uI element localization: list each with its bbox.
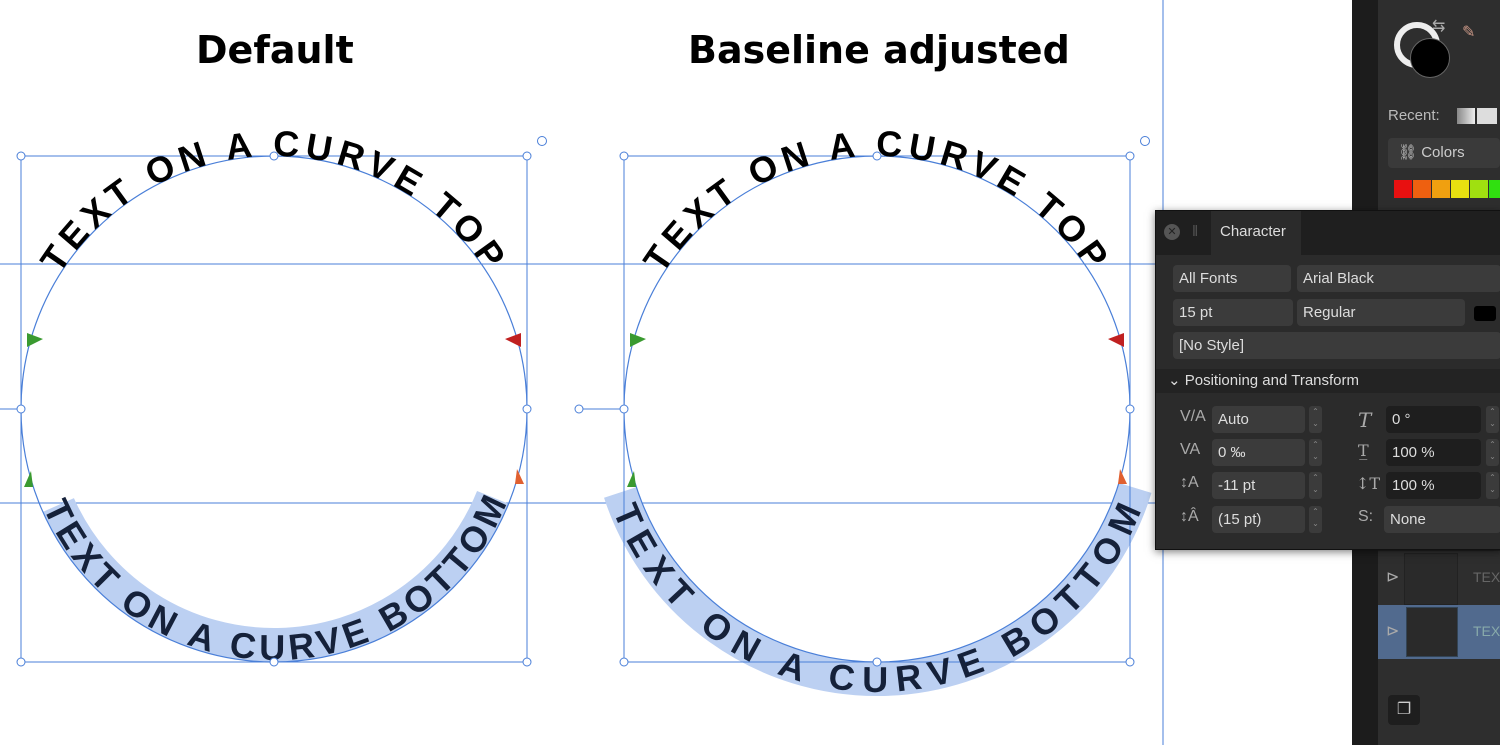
- text-start-marker[interactable]: [627, 471, 636, 487]
- swap-icon[interactable]: ⇆: [1432, 18, 1446, 35]
- resize-handle[interactable]: [619, 151, 629, 161]
- leading-icon: ↕Â: [1180, 508, 1199, 525]
- recent-label: Recent:: [1388, 107, 1440, 124]
- colors-button[interactable]: ⛓ Colors: [1388, 138, 1500, 168]
- curve-text-top: TEXT ON A CURVE TOP: [32, 123, 513, 280]
- text-selection-highlight: [42, 491, 509, 662]
- tracking-icon: VA: [1180, 441, 1201, 458]
- resize-handle[interactable]: [1125, 151, 1135, 161]
- text-end-marker[interactable]: [505, 333, 521, 347]
- color-swatch[interactable]: [1432, 180, 1450, 198]
- arrange-button[interactable]: ❐: [1388, 695, 1420, 725]
- resize-handle[interactable]: [269, 151, 279, 161]
- resize-handle[interactable]: [16, 151, 26, 161]
- close-icon[interactable]: ✕: [1164, 224, 1180, 240]
- font-collection-select[interactable]: All Fonts: [1173, 265, 1291, 292]
- resize-handle[interactable]: [619, 657, 629, 667]
- baseline-icon: ↕A: [1180, 474, 1199, 491]
- text-color-swatch[interactable]: [1474, 306, 1496, 321]
- drag-handle-icon[interactable]: ‖: [1192, 223, 1199, 240]
- color-swatch[interactable]: [1470, 180, 1488, 198]
- kerning-icon: V/A: [1180, 408, 1206, 425]
- resize-handle[interactable]: [619, 404, 629, 414]
- layer-row[interactable]: ⊳ TEX: [1378, 550, 1500, 605]
- tracking-stepper[interactable]: ⌃⌄: [1309, 439, 1322, 466]
- baseline-field[interactable]: -11 pt: [1212, 472, 1305, 499]
- resize-handle[interactable]: [872, 657, 882, 667]
- section-positioning-transform[interactable]: ⌄ Positioning and Transform: [1156, 369, 1500, 393]
- resize-handle[interactable]: [522, 404, 532, 414]
- font-style-select[interactable]: Regular: [1297, 299, 1465, 326]
- text-end-marker[interactable]: [515, 469, 524, 484]
- text-end-marker[interactable]: [1118, 469, 1127, 484]
- control-handle[interactable]: [574, 404, 584, 414]
- recent-swatch[interactable]: [1477, 108, 1497, 124]
- text-selection-highlight: [604, 482, 1152, 696]
- text-start-marker[interactable]: [630, 333, 646, 347]
- font-family-field[interactable]: Arial Black: [1297, 265, 1500, 292]
- curve-text-bottom: TEXT ON A CURVE BOTTOM: [36, 489, 515, 668]
- resize-handle[interactable]: [1125, 404, 1135, 414]
- text-style-select[interactable]: [No Style]: [1173, 332, 1500, 359]
- fill-color-swatch[interactable]: [1410, 38, 1450, 78]
- curve-text-top: TEXT ON A CURVE TOP: [635, 123, 1116, 280]
- bottom-path: [594, 409, 1160, 692]
- section-label: Positioning and Transform: [1184, 372, 1360, 389]
- color-swatch[interactable]: [1413, 180, 1431, 198]
- layer-row-selected[interactable]: ⊳ TEX: [1378, 605, 1500, 659]
- recent-swatch[interactable]: [1457, 108, 1475, 124]
- title-baseline-adjusted: Baseline adjusted: [688, 28, 1070, 72]
- tab-character[interactable]: Character: [1211, 211, 1301, 255]
- leading-stepper[interactable]: ⌃⌄: [1309, 506, 1322, 533]
- layer-thumbnail: [1404, 553, 1458, 605]
- bottom-path: [23, 409, 525, 660]
- vertical-scale-field[interactable]: 100 %: [1386, 472, 1481, 499]
- design-canvas[interactable]: TEXT ON A CURVE TOP TEXT ON A CURVE BOTTO…: [0, 0, 1352, 745]
- text-path-icon: ⊳: [1386, 623, 1400, 640]
- layer-thumbnail: [1406, 607, 1458, 657]
- resize-handle[interactable]: [16, 404, 26, 414]
- superscript-icon: S:: [1358, 508, 1374, 525]
- shear-field[interactable]: 0 °: [1386, 406, 1481, 433]
- shear-icon: T: [1358, 408, 1372, 432]
- resize-handle[interactable]: [522, 657, 532, 667]
- color-swatch[interactable]: [1489, 180, 1500, 198]
- resize-handle[interactable]: [872, 151, 882, 161]
- text-start-marker[interactable]: [24, 471, 33, 487]
- text-path-icon: ⊳: [1386, 569, 1400, 586]
- v-scale-stepper[interactable]: ⌃⌄: [1486, 472, 1499, 499]
- resize-handle[interactable]: [1125, 657, 1135, 667]
- layer-name: TEX: [1473, 623, 1500, 639]
- rotate-handle[interactable]: [1140, 136, 1150, 146]
- resize-handle[interactable]: [522, 151, 532, 161]
- shear-stepper[interactable]: ⌃⌄: [1486, 406, 1499, 433]
- color-swatch[interactable]: [1451, 180, 1469, 198]
- horizontal-scale-field[interactable]: 100 %: [1386, 439, 1481, 466]
- color-swatch[interactable]: [1394, 180, 1412, 198]
- colors-label: Colors: [1421, 144, 1465, 161]
- kerning-stepper[interactable]: ⌃⌄: [1309, 406, 1322, 433]
- font-size-field[interactable]: 15 pt: [1173, 299, 1293, 326]
- resize-handle[interactable]: [16, 657, 26, 667]
- superscript-select[interactable]: None: [1384, 506, 1500, 533]
- eyedropper-icon[interactable]: ✎: [1462, 24, 1476, 41]
- text-end-marker[interactable]: [1108, 333, 1124, 347]
- character-panel: ✕ ‖ Character All Fonts Arial Black 15 p…: [1155, 210, 1500, 550]
- title-default: Default: [196, 28, 354, 72]
- vertical-scale-icon: ↕T: [1356, 474, 1381, 493]
- kerning-field[interactable]: Auto: [1212, 406, 1305, 433]
- text-start-marker[interactable]: [27, 333, 43, 347]
- layer-name: TEX: [1473, 569, 1500, 585]
- baseline-stepper[interactable]: ⌃⌄: [1309, 472, 1322, 499]
- h-scale-stepper[interactable]: ⌃⌄: [1486, 439, 1499, 466]
- tracking-field[interactable]: 0 ‰: [1212, 439, 1305, 466]
- leading-field[interactable]: (15 pt): [1212, 506, 1305, 533]
- resize-handle[interactable]: [269, 657, 279, 667]
- curve-text-bottom: TEXT ON A CURVE BOTTOM: [605, 497, 1149, 700]
- rotate-handle[interactable]: [537, 136, 547, 146]
- horizontal-scale-icon: T̲: [1358, 441, 1369, 460]
